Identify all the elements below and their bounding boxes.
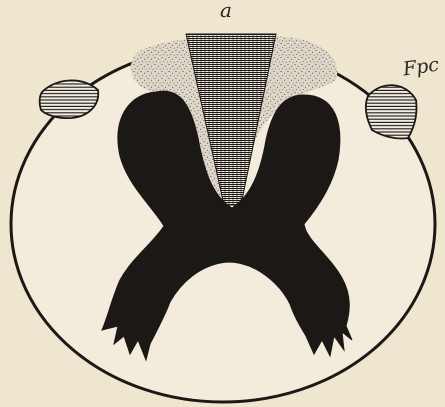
left-lateral-patch [40,80,99,118]
label-a: a [220,0,232,20]
right-lateral-patch [366,85,417,138]
label-fpc: Fpc [402,56,440,80]
